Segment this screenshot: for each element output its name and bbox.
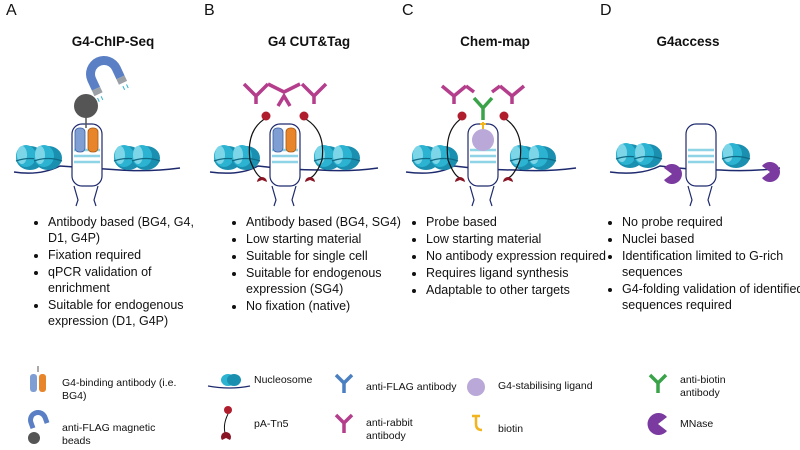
panel-c-letter: C bbox=[402, 2, 414, 19]
panel-c-bullets: Probe based Low starting material No ant… bbox=[408, 214, 606, 299]
legend-mnase-label: MNase bbox=[680, 418, 714, 430]
panel-b-diagram bbox=[209, 82, 379, 207]
list-item: G4-folding validation of identified sequ… bbox=[622, 281, 800, 313]
list-item: Requires ligand synthesis bbox=[426, 265, 606, 281]
list-item: Nuclei based bbox=[622, 231, 800, 247]
biotin-icon bbox=[472, 414, 483, 432]
legend-icons bbox=[28, 366, 668, 444]
list-item: Low starting material bbox=[426, 231, 606, 247]
legend-biotin-label: biotin bbox=[498, 423, 524, 435]
legend-g4-antibody-label: G4-binding antibody (i.e. BG4) bbox=[62, 377, 177, 402]
legend-nucleosome-label: Nucleosome bbox=[254, 374, 313, 386]
panel-d-bullets: No probe required Nuclei based Identific… bbox=[604, 214, 800, 314]
list-item: Identification limited to G-rich sequenc… bbox=[622, 248, 800, 280]
g4-antibody-icon bbox=[30, 366, 46, 392]
list-item: Fixation required bbox=[48, 247, 216, 263]
list-item: No antibody expression required bbox=[426, 248, 606, 264]
panel-c-diagram bbox=[405, 84, 577, 207]
panel-a-letter: A bbox=[6, 2, 17, 19]
list-item: Suitable for endogenous expression (D1, … bbox=[48, 297, 216, 329]
legend-anti-flag-label: anti-FLAG antibody bbox=[366, 381, 457, 393]
nucleosome-icon bbox=[131, 144, 161, 171]
legend-ligand-label: G4-stabilising ligand bbox=[498, 380, 593, 392]
mnase-icon bbox=[647, 413, 667, 435]
magnetic-bead-icon bbox=[74, 94, 98, 118]
ligand-legend-icon bbox=[467, 378, 485, 396]
list-item: Low starting material bbox=[246, 231, 416, 247]
anti-rabbit-icon bbox=[334, 413, 354, 433]
panel-a-title: G4-ChIP-Seq bbox=[71, 34, 155, 49]
panel-c-title: Chem-map bbox=[460, 34, 530, 49]
list-item: Suitable for single cell bbox=[246, 248, 416, 264]
panel-a-diagram bbox=[13, 56, 181, 207]
nucleosome-legend-icon bbox=[207, 374, 251, 389]
legend-anti-biotin-label: anti-biotin antibody bbox=[680, 374, 726, 399]
panel-a-bullets: Antibody based (BG4, G4, D1, G4P) Fixati… bbox=[30, 214, 216, 330]
list-item: Suitable for endogenous expression (SG4) bbox=[246, 265, 416, 297]
panel-d-title: G4access bbox=[656, 34, 720, 49]
list-item: Antibody based (BG4, G4, D1, G4P) bbox=[48, 214, 216, 246]
panel-d-letter: D bbox=[600, 2, 612, 19]
list-item: qPCR validation of enrichment bbox=[48, 264, 216, 296]
legend-anti-rabbit-label: anti-rabbit antibody bbox=[366, 417, 413, 442]
nucleosome-icon bbox=[33, 144, 63, 171]
panel-d-diagram bbox=[609, 123, 781, 207]
panel-b-bullets: Antibody based (BG4, SG4) Low starting m… bbox=[228, 214, 416, 315]
legend-pa-tn5-label: pA-Tn5 bbox=[254, 418, 289, 430]
list-item: No probe required bbox=[622, 214, 800, 230]
list-item: Probe based bbox=[426, 214, 606, 230]
list-item: No fixation (native) bbox=[246, 298, 416, 314]
list-item: Antibody based (BG4, SG4) bbox=[246, 214, 416, 230]
legend-magnetic-beads-label: anti-FLAG magnetic beads bbox=[62, 422, 156, 447]
list-item: Adaptable to other targets bbox=[426, 282, 606, 298]
magnetic-beads-icon bbox=[28, 410, 50, 444]
ligand-icon bbox=[472, 129, 494, 151]
magnet-icon bbox=[86, 56, 129, 102]
panel-b-letter: B bbox=[204, 2, 215, 19]
panel-b-title: G4 CUT&Tag bbox=[267, 34, 351, 49]
pa-tn5-legend-icon bbox=[220, 406, 232, 440]
anti-biotin-icon bbox=[648, 373, 668, 393]
anti-flag-icon bbox=[334, 373, 354, 393]
